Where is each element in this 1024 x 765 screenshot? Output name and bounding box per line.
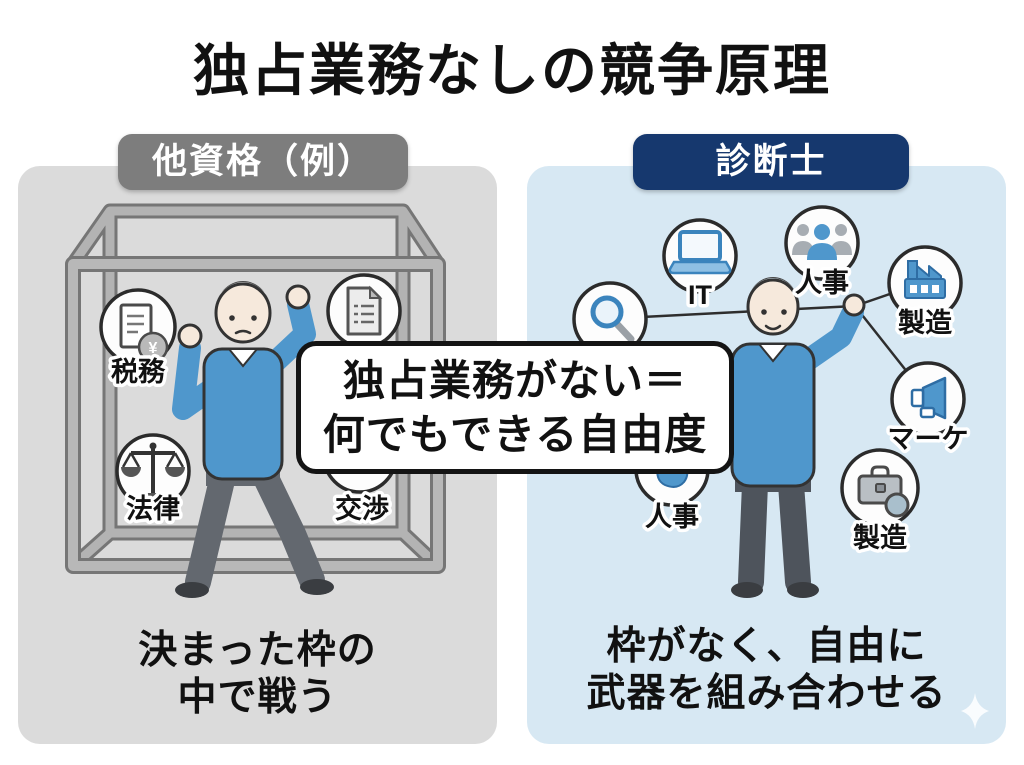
sparkle-icon <box>961 693 989 729</box>
page-title: 独占業務なしの競争原理 <box>193 39 831 102</box>
free-person-figure <box>715 277 866 598</box>
tax-label: 税務 <box>111 357 166 387</box>
callout-line-2: 何でもできる自由度 <box>322 410 708 458</box>
left-caption-line-2: 中で戦う <box>177 675 338 719</box>
manufacturing-label-top: 製造 <box>898 308 952 338</box>
marketing-label: マーケ <box>888 424 969 454</box>
callout-line-1: 独占業務がない＝ <box>342 356 687 404</box>
hr-label-bottom: 人事 <box>645 502 699 532</box>
magnifier-icon <box>572 281 648 357</box>
hr-label-top: 人事 <box>795 268 849 298</box>
tax-document-icon: ¥ <box>99 288 177 366</box>
cage-frame-icon <box>65 203 446 574</box>
people-icon <box>784 205 860 281</box>
negotiation-label: 交渉 <box>335 493 389 524</box>
left-caption-line-1: 決まった枠の <box>138 629 377 672</box>
megaphone-icon <box>890 361 966 437</box>
trapped-person-figure <box>172 281 334 598</box>
right-caption: 枠がなく、自由に 武器を組み合わせる <box>527 624 1006 718</box>
left-panel-graphics: ¥ 税務 法律 交渉 <box>65 203 446 598</box>
laptop-icon <box>662 218 738 294</box>
it-label: IT <box>688 280 713 310</box>
right-caption-line-2: 武器を組み合わせる <box>586 671 947 715</box>
factory-icon <box>887 245 963 321</box>
center-callout: 独占業務がない＝ 何でもできる自由度 <box>296 341 734 474</box>
briefcase-icon <box>840 448 920 528</box>
left-panel-header-badge: 他資格（例） <box>118 134 408 190</box>
law-scales-icon <box>115 433 191 509</box>
yen-symbol: ¥ <box>149 340 158 357</box>
left-caption: 決まった枠の 中で戦う <box>18 628 497 722</box>
manufacturing-label-bottom: 製造 <box>853 523 907 553</box>
right-panel-graphics: IT 人事 製造 マーケ <box>572 205 989 729</box>
document-icon <box>326 273 402 349</box>
right-panel-header-badge: 診断士 <box>633 134 909 190</box>
law-label: 法律 <box>126 494 180 524</box>
right-caption-line-1: 枠がなく、自由に <box>606 625 927 668</box>
